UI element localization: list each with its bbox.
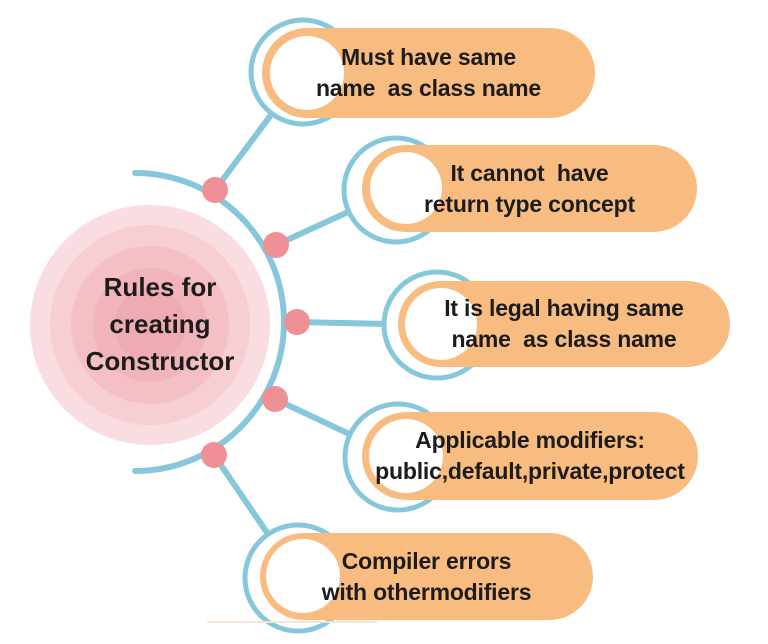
node-4-donut-hole [369,419,443,493]
node-3-donut-hole [405,288,477,360]
node-3-pill [398,281,730,367]
bottom-edge-artifact-line [207,621,377,623]
node-4 [342,401,698,513]
center-bubble [30,205,270,445]
junction-dot-3 [284,309,310,335]
node-2 [341,135,697,245]
node-1-pill [262,28,595,118]
center-ring-inner [114,289,186,361]
node-4-pill [362,412,698,500]
node-5-pill [260,533,593,620]
node-1-donut-hole [270,36,344,110]
node-3 [381,269,730,381]
node-1 [248,17,595,127]
junction-dot-1 [202,177,228,203]
junction-dot-2 [263,232,289,258]
node-5-donut-hole [266,539,340,613]
junction-dot-4 [262,386,288,412]
node-5 [242,522,593,634]
junction-dots [201,177,310,468]
node-2-pill [362,145,697,232]
node-2-donut-hole [370,152,442,224]
junction-dot-5 [201,442,227,468]
